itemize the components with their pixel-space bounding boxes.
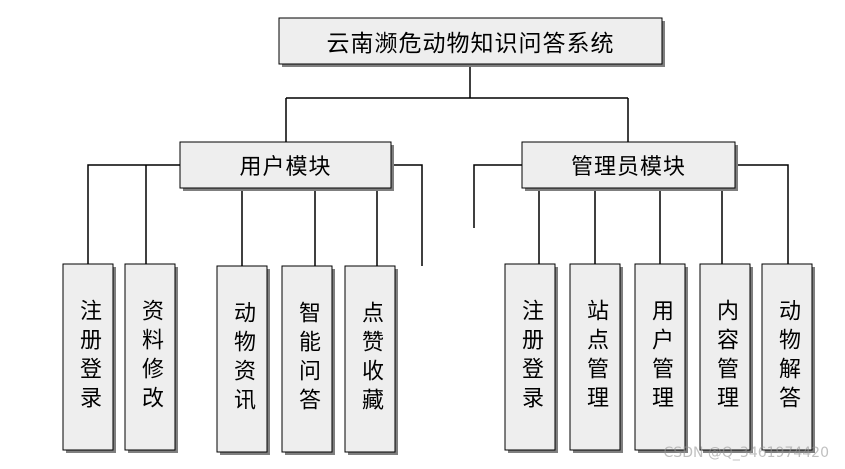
user-bottom-connector bbox=[241, 188, 378, 266]
admin-leaf-box-2 bbox=[569, 263, 621, 451]
system-title: 云南濒危动物知识问答系统 bbox=[326, 31, 615, 57]
user-leaf-profile-edit: 资料修改 bbox=[138, 299, 163, 415]
user-module-label: 用户模块 bbox=[239, 155, 332, 180]
user-leaf-smart-qa: 智能问答 bbox=[295, 301, 320, 417]
admin-module-box bbox=[521, 141, 736, 189]
user-right-connector bbox=[391, 164, 423, 266]
user-leaf-register-login: 注册登录 bbox=[76, 299, 101, 415]
user-leaf-like-favorite: 点赞收藏 bbox=[358, 301, 383, 417]
admin-leaf-animal-answers: 动物解答 bbox=[775, 299, 800, 415]
title-box bbox=[278, 17, 663, 65]
admin-leaf-box-1 bbox=[504, 263, 556, 451]
user-leaf-box-4 bbox=[281, 265, 333, 453]
user-left-connector bbox=[87, 164, 180, 264]
admin-leaf-content-management: 内容管理 bbox=[713, 299, 738, 415]
admin-leaf-site-management: 站点管理 bbox=[583, 299, 608, 415]
root-connector bbox=[285, 64, 629, 142]
admin-right-connector bbox=[735, 164, 789, 264]
admin-leaf-register-login: 注册登录 bbox=[518, 299, 543, 415]
user-module-box bbox=[179, 141, 392, 189]
user-leaf-box-5 bbox=[344, 265, 396, 453]
user-leaf-box-1 bbox=[62, 263, 114, 451]
user-leaf-box-3 bbox=[216, 265, 268, 453]
admin-module-label: 管理员模块 bbox=[570, 155, 686, 180]
user-leaf-box-2 bbox=[124, 263, 176, 451]
admin-leaf-box-4 bbox=[699, 263, 751, 451]
admin-left-connector bbox=[473, 164, 522, 228]
admin-leaf-box-3 bbox=[634, 263, 686, 451]
admin-leaf-user-management: 用户管理 bbox=[648, 299, 673, 415]
admin-leaf-box-5 bbox=[761, 263, 813, 451]
watermark: CSDN @Q_3461974420 bbox=[663, 445, 829, 461]
admin-bottom-connector bbox=[538, 188, 723, 264]
user-leaf-animal-news: 动物资讯 bbox=[230, 301, 255, 417]
